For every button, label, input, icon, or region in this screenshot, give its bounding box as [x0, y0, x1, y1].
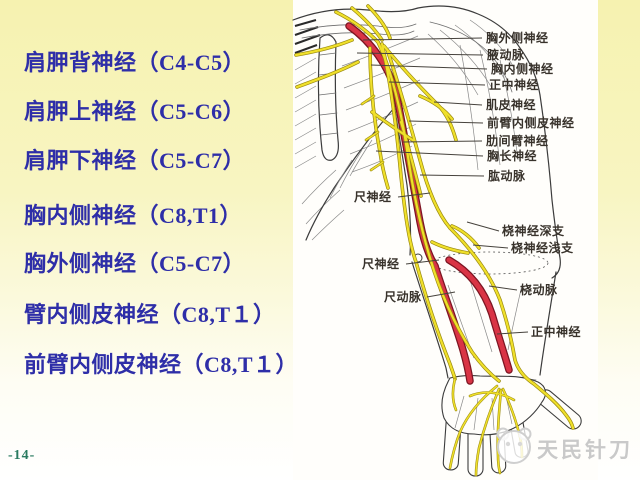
diagram-label: 肋间臂神经: [486, 134, 549, 148]
label-leader-lines: [356, 37, 529, 335]
nerve-list-item: 肩胛下神经（C5-C7）: [24, 148, 246, 173]
diagram-label: 腋动脉: [487, 48, 525, 62]
watermark: 天民针刀: [537, 438, 633, 462]
page-number: -14-: [8, 448, 36, 463]
diagram-label: 桡动脉: [520, 283, 558, 297]
nerve-list-item: 胸外侧神经（C5-C7）: [24, 251, 246, 276]
diagram-label: 桡神经浅支: [511, 241, 574, 255]
diagram-label: 胸内侧神经: [491, 62, 554, 76]
diagram-label: 正中神经: [531, 325, 582, 339]
nerve-list-item: 肩胛背神经（C4-C5）: [24, 50, 246, 75]
diagram-label: 尺动脉: [384, 290, 422, 304]
diagram-label: 胸外侧神经: [486, 31, 549, 45]
nerve-list-item: 肩胛上神经（C5-C6）: [24, 99, 246, 124]
diagram-label: 肌皮神经: [486, 98, 537, 112]
diagram-label: 尺神经: [362, 257, 400, 271]
diagram-label: 胸长神经: [487, 149, 538, 163]
nerve-list-item: 臂内侧皮神经（C8,T１）: [24, 302, 276, 327]
diagram-label: 桡神经深支: [502, 224, 565, 238]
nerve-list-item: 前臂内侧皮神经（C8,T１）: [24, 352, 299, 377]
diagram-label: 前臂内侧皮神经: [487, 116, 575, 130]
diagram-label: 正中神经: [489, 78, 540, 92]
diagram-label: 肱动脉: [488, 169, 526, 183]
diagram-label: 尺神经: [354, 190, 392, 204]
nerve-list-item: 胸内侧神经（C8,T1）: [24, 203, 243, 228]
panda-logo-icon: [496, 427, 532, 464]
